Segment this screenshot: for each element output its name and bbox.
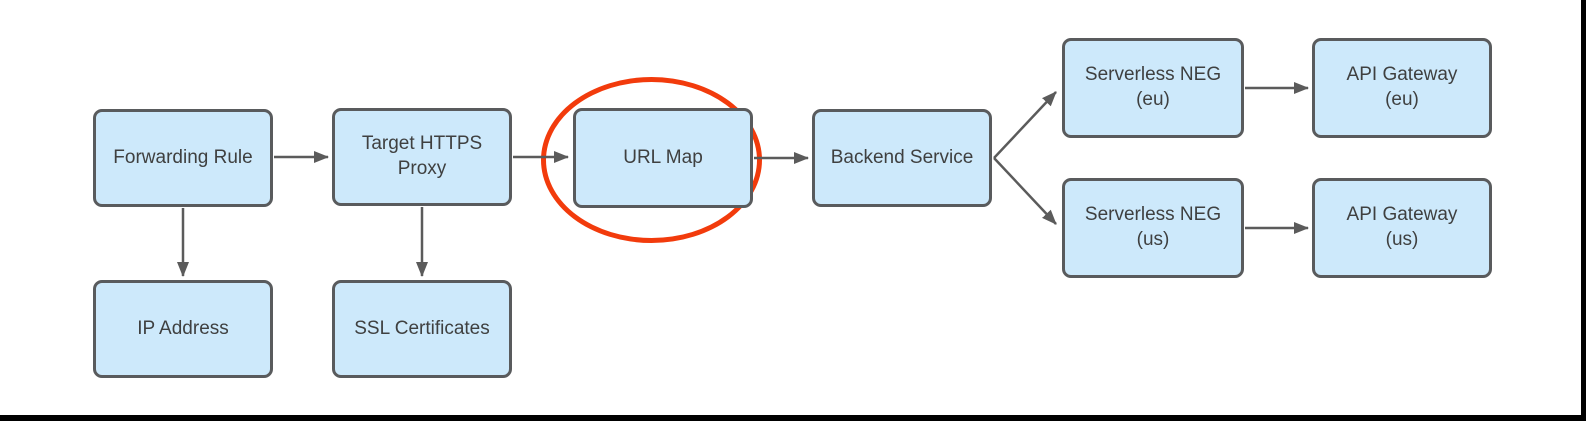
node-serverless-neg-us: Serverless NEG (us) (1062, 178, 1244, 278)
node-label: API Gateway (us) (1346, 204, 1458, 250)
node-label: Serverless NEG (us) (1084, 204, 1222, 250)
node-backend-service: Backend Service (812, 109, 992, 207)
node-target-https-proxy: Target HTTPS Proxy (332, 108, 512, 206)
node-api-gateway-eu: API Gateway (eu) (1312, 38, 1492, 138)
node-label: API Gateway (eu) (1346, 64, 1458, 110)
node-forwarding-rule: Forwarding Rule (93, 109, 273, 207)
frame-bottom-edge (0, 415, 1586, 421)
arrow-backend-service-to-serverless-neg-eu (993, 91, 1057, 159)
node-label: Target HTTPS Proxy (361, 133, 483, 179)
node-label: IP Address (137, 317, 229, 339)
node-url-map: URL Map (573, 108, 753, 208)
node-api-gateway-us: API Gateway (us) (1312, 178, 1492, 278)
node-label: SSL Certificates (354, 317, 490, 339)
node-label: URL Map (623, 146, 703, 168)
node-label: Serverless NEG (eu) (1084, 64, 1222, 110)
node-ip-address: IP Address (93, 280, 273, 378)
node-ssl-certificates: SSL Certificates (332, 280, 512, 378)
highlight-ellipse (541, 77, 762, 243)
arrow-backend-service-to-serverless-neg-us (993, 157, 1057, 225)
node-label: Backend Service (830, 146, 974, 168)
node-label: Forwarding Rule (113, 146, 253, 168)
node-serverless-neg-eu: Serverless NEG (eu) (1062, 38, 1244, 138)
frame-right-edge (1581, 0, 1586, 421)
